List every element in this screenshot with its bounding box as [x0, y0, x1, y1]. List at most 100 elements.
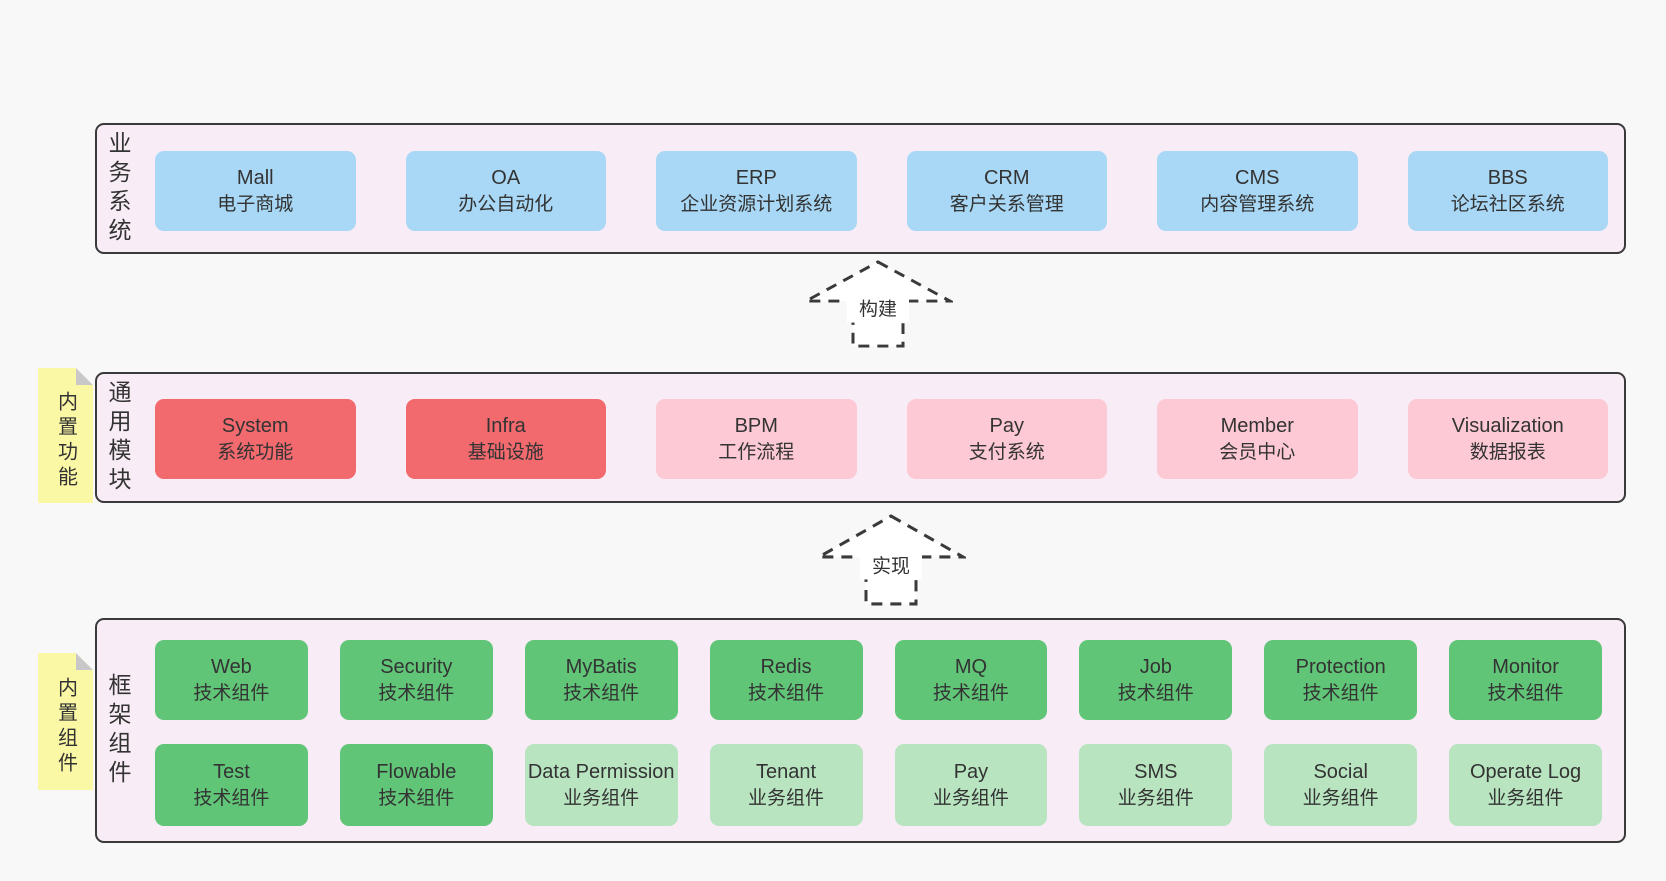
box-subtitle: 电子商城	[217, 193, 294, 215]
box-title: Social	[1313, 760, 1368, 783]
box-subtitle: 技术组件	[378, 682, 455, 704]
box-title: Flowable	[376, 760, 457, 783]
common-modules-container: 通用模块 System 系统功能 Infra 基础设施 BPM 工作流程 Pay…	[95, 372, 1626, 503]
box-title: Operate Log	[1469, 760, 1582, 783]
box-title: Web	[211, 655, 252, 678]
box-title: Pay	[989, 414, 1024, 437]
box-title: Member	[1220, 414, 1294, 437]
components-row-2: Test 技术组件 Flowable 技术组件 Data Permission …	[155, 744, 1602, 826]
box-title: Test	[213, 760, 250, 783]
sticky-note-builtin-functions: 内置功能	[38, 368, 93, 503]
box-subtitle: 基础设施	[467, 441, 544, 463]
box-title: Tenant	[756, 760, 817, 783]
box-protection: Protection 技术组件	[1264, 640, 1418, 720]
arrow-build-label: 构建	[859, 299, 897, 320]
box-operate-log: Operate Log 业务组件	[1449, 744, 1602, 826]
box-title: MQ	[954, 655, 988, 678]
box-subtitle: 论坛社区系统	[1450, 193, 1565, 215]
box-mall: Mall 电子商城	[155, 151, 356, 231]
box-data-permission: Data Permission 业务组件	[524, 744, 678, 826]
box-subtitle: 工作流程	[718, 441, 795, 463]
box-title: Visualization	[1451, 414, 1564, 437]
common-modules-label: 通用模块	[105, 379, 131, 496]
box-subtitle: 技术组件	[378, 787, 455, 809]
box-title: Job	[1139, 655, 1172, 678]
box-subtitle: 业务组件	[563, 787, 640, 809]
box-job: Job 技术组件	[1079, 640, 1233, 720]
box-member: Member 会员中心	[1157, 399, 1358, 479]
box-subtitle: 企业资源计划系统	[680, 193, 833, 215]
box-title: BPM	[734, 414, 778, 437]
box-test: Test 技术组件	[155, 744, 308, 826]
box-subtitle: 支付系统	[968, 441, 1045, 463]
box-subtitle: 技术组件	[932, 682, 1009, 704]
box-title: MyBatis	[565, 655, 637, 678]
box-title: Infra	[485, 414, 526, 437]
box-subtitle: 会员中心	[1219, 441, 1296, 463]
folded-corner-icon	[76, 653, 93, 670]
box-title: Redis	[760, 655, 812, 678]
box-subtitle: 系统功能	[217, 441, 294, 463]
sticky-note-text: 内置功能	[54, 390, 77, 491]
box-oa: OA 办公自动化	[405, 151, 606, 231]
up-arrow-icon: 实现	[816, 514, 966, 606]
box-subtitle: 业务组件	[932, 787, 1009, 809]
box-social: Social 业务组件	[1264, 744, 1418, 826]
box-title: Pay	[953, 760, 989, 783]
box-title: BBS	[1487, 166, 1528, 189]
box-mq: MQ 技术组件	[894, 640, 1048, 720]
box-visualization: Visualization 数据报表	[1407, 399, 1608, 479]
box-title: Monitor	[1492, 655, 1559, 678]
box-erp: ERP 企业资源计划系统	[656, 151, 857, 231]
sticky-note-text: 内置组件	[54, 676, 77, 777]
box-subtitle: 技术组件	[748, 682, 825, 704]
folded-corner-icon	[76, 368, 93, 385]
box-title: System	[221, 414, 289, 437]
box-subtitle: 客户关系管理	[949, 193, 1064, 215]
box-title: ERP	[735, 166, 777, 189]
box-bpm: BPM 工作流程	[656, 399, 857, 479]
box-subtitle: 技术组件	[1302, 682, 1379, 704]
arrow-implement: 实现	[816, 514, 966, 606]
box-pay-component: Pay 业务组件	[894, 744, 1048, 826]
box-subtitle: 业务组件	[1117, 787, 1194, 809]
box-system: System 系统功能	[155, 399, 356, 479]
box-subtitle: 技术组件	[193, 682, 270, 704]
framework-components-label: 框架组件	[105, 672, 131, 789]
box-title: Protection	[1295, 655, 1386, 678]
box-crm: CRM 客户关系管理	[906, 151, 1107, 231]
business-systems-row: Mall 电子商城 OA 办公自动化 ERP 企业资源计划系统 CRM 客户关系…	[155, 151, 1608, 231]
box-infra: Infra 基础设施	[405, 399, 606, 479]
box-title: Security	[380, 655, 453, 678]
box-subtitle: 技术组件	[193, 787, 270, 809]
box-monitor: Monitor 技术组件	[1449, 640, 1602, 720]
box-subtitle: 内容管理系统	[1200, 193, 1315, 215]
up-arrow-icon: 构建	[803, 260, 953, 348]
box-flowable: Flowable 技术组件	[339, 744, 493, 826]
box-title: Mall	[236, 166, 274, 189]
box-mybatis: MyBatis 技术组件	[524, 640, 678, 720]
business-systems-container: 业务系统 Mall 电子商城 OA 办公自动化 ERP 企业资源计划系统 CRM…	[95, 123, 1626, 254]
common-modules-row: System 系统功能 Infra 基础设施 BPM 工作流程 Pay 支付系统…	[155, 399, 1608, 479]
box-subtitle: 技术组件	[1117, 682, 1194, 704]
box-title: CRM	[983, 166, 1030, 189]
box-title: Data Permission	[527, 760, 675, 783]
box-subtitle: 业务组件	[748, 787, 825, 809]
box-subtitle: 业务组件	[1487, 787, 1564, 809]
box-title: SMS	[1134, 760, 1178, 783]
arrow-implement-label: 实现	[872, 555, 910, 577]
box-web: Web 技术组件	[155, 640, 308, 720]
box-tenant: Tenant 业务组件	[709, 744, 863, 826]
box-subtitle: 技术组件	[1487, 682, 1564, 704]
box-bbs: BBS 论坛社区系统	[1407, 151, 1608, 231]
box-title: CMS	[1235, 166, 1280, 189]
box-sms: SMS 业务组件	[1079, 744, 1233, 826]
components-row-1: Web 技术组件 Security 技术组件 MyBatis 技术组件 Redi…	[155, 640, 1602, 720]
box-pay-module: Pay 支付系统	[906, 399, 1107, 479]
box-redis: Redis 技术组件	[709, 640, 863, 720]
box-cms: CMS 内容管理系统	[1157, 151, 1358, 231]
business-systems-label: 业务系统	[105, 130, 131, 247]
box-subtitle: 数据报表	[1469, 441, 1546, 463]
box-subtitle: 业务组件	[1302, 787, 1379, 809]
